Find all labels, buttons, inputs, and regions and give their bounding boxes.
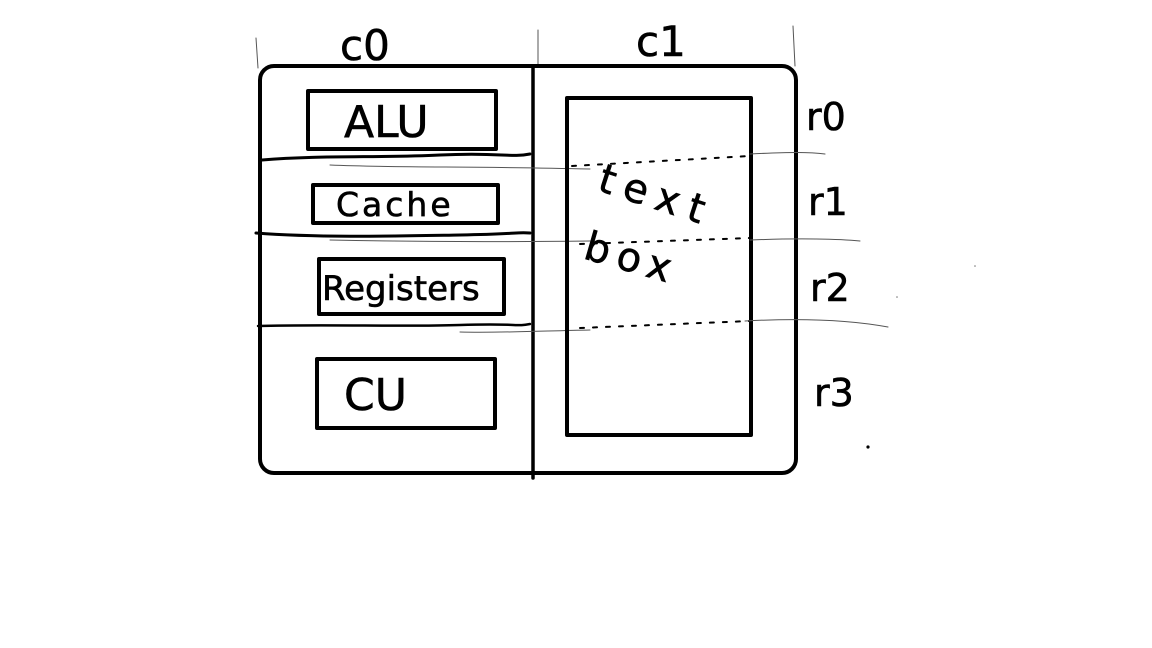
row-separator-r2-r3-left [256,322,532,328]
stray-dot [866,445,870,449]
row-label-r0: r0 [806,95,846,139]
cache-label: Cache [336,185,454,224]
row-label-r2: r2 [810,266,850,310]
row-label-r3: r3 [814,371,854,415]
outer-frame [258,64,798,475]
row-separator-r0-r1-right [571,155,751,167]
row-label-r1: r1 [808,180,848,224]
column-label-c1: c1 [636,17,686,66]
alu-label: ALU [344,97,429,148]
row-guide-right-2 [749,238,861,242]
text-box-label-line1: text [593,156,720,237]
row-guide-r0-r1 [329,164,591,170]
column-guide-right [792,25,796,67]
registers-box [317,257,506,316]
stray-speck-1 [974,265,976,267]
row-guide-r2-r3 [459,329,591,333]
text-box-label-line2: box [579,223,684,294]
cu-box [315,357,497,430]
row-guide-r1-r2 [329,239,591,243]
alu-box [306,89,498,151]
row-separator-r1-r2-right [579,237,751,245]
row-guide-right-1 [749,152,826,155]
row-separator-r0-r1-left [260,152,532,162]
column-label-c0: c0 [340,21,390,70]
stray-speck-2 [896,296,898,298]
registers-label: Registers [322,269,480,309]
column-guide-left [255,37,259,69]
cu-label: CU [344,370,407,421]
row-separator-r1-r2-left [254,231,532,238]
text-box-frame [565,96,753,437]
cache-box [311,183,500,225]
row-guide-right-3 [744,319,889,328]
row-separator-r2-r3-right [579,320,751,329]
